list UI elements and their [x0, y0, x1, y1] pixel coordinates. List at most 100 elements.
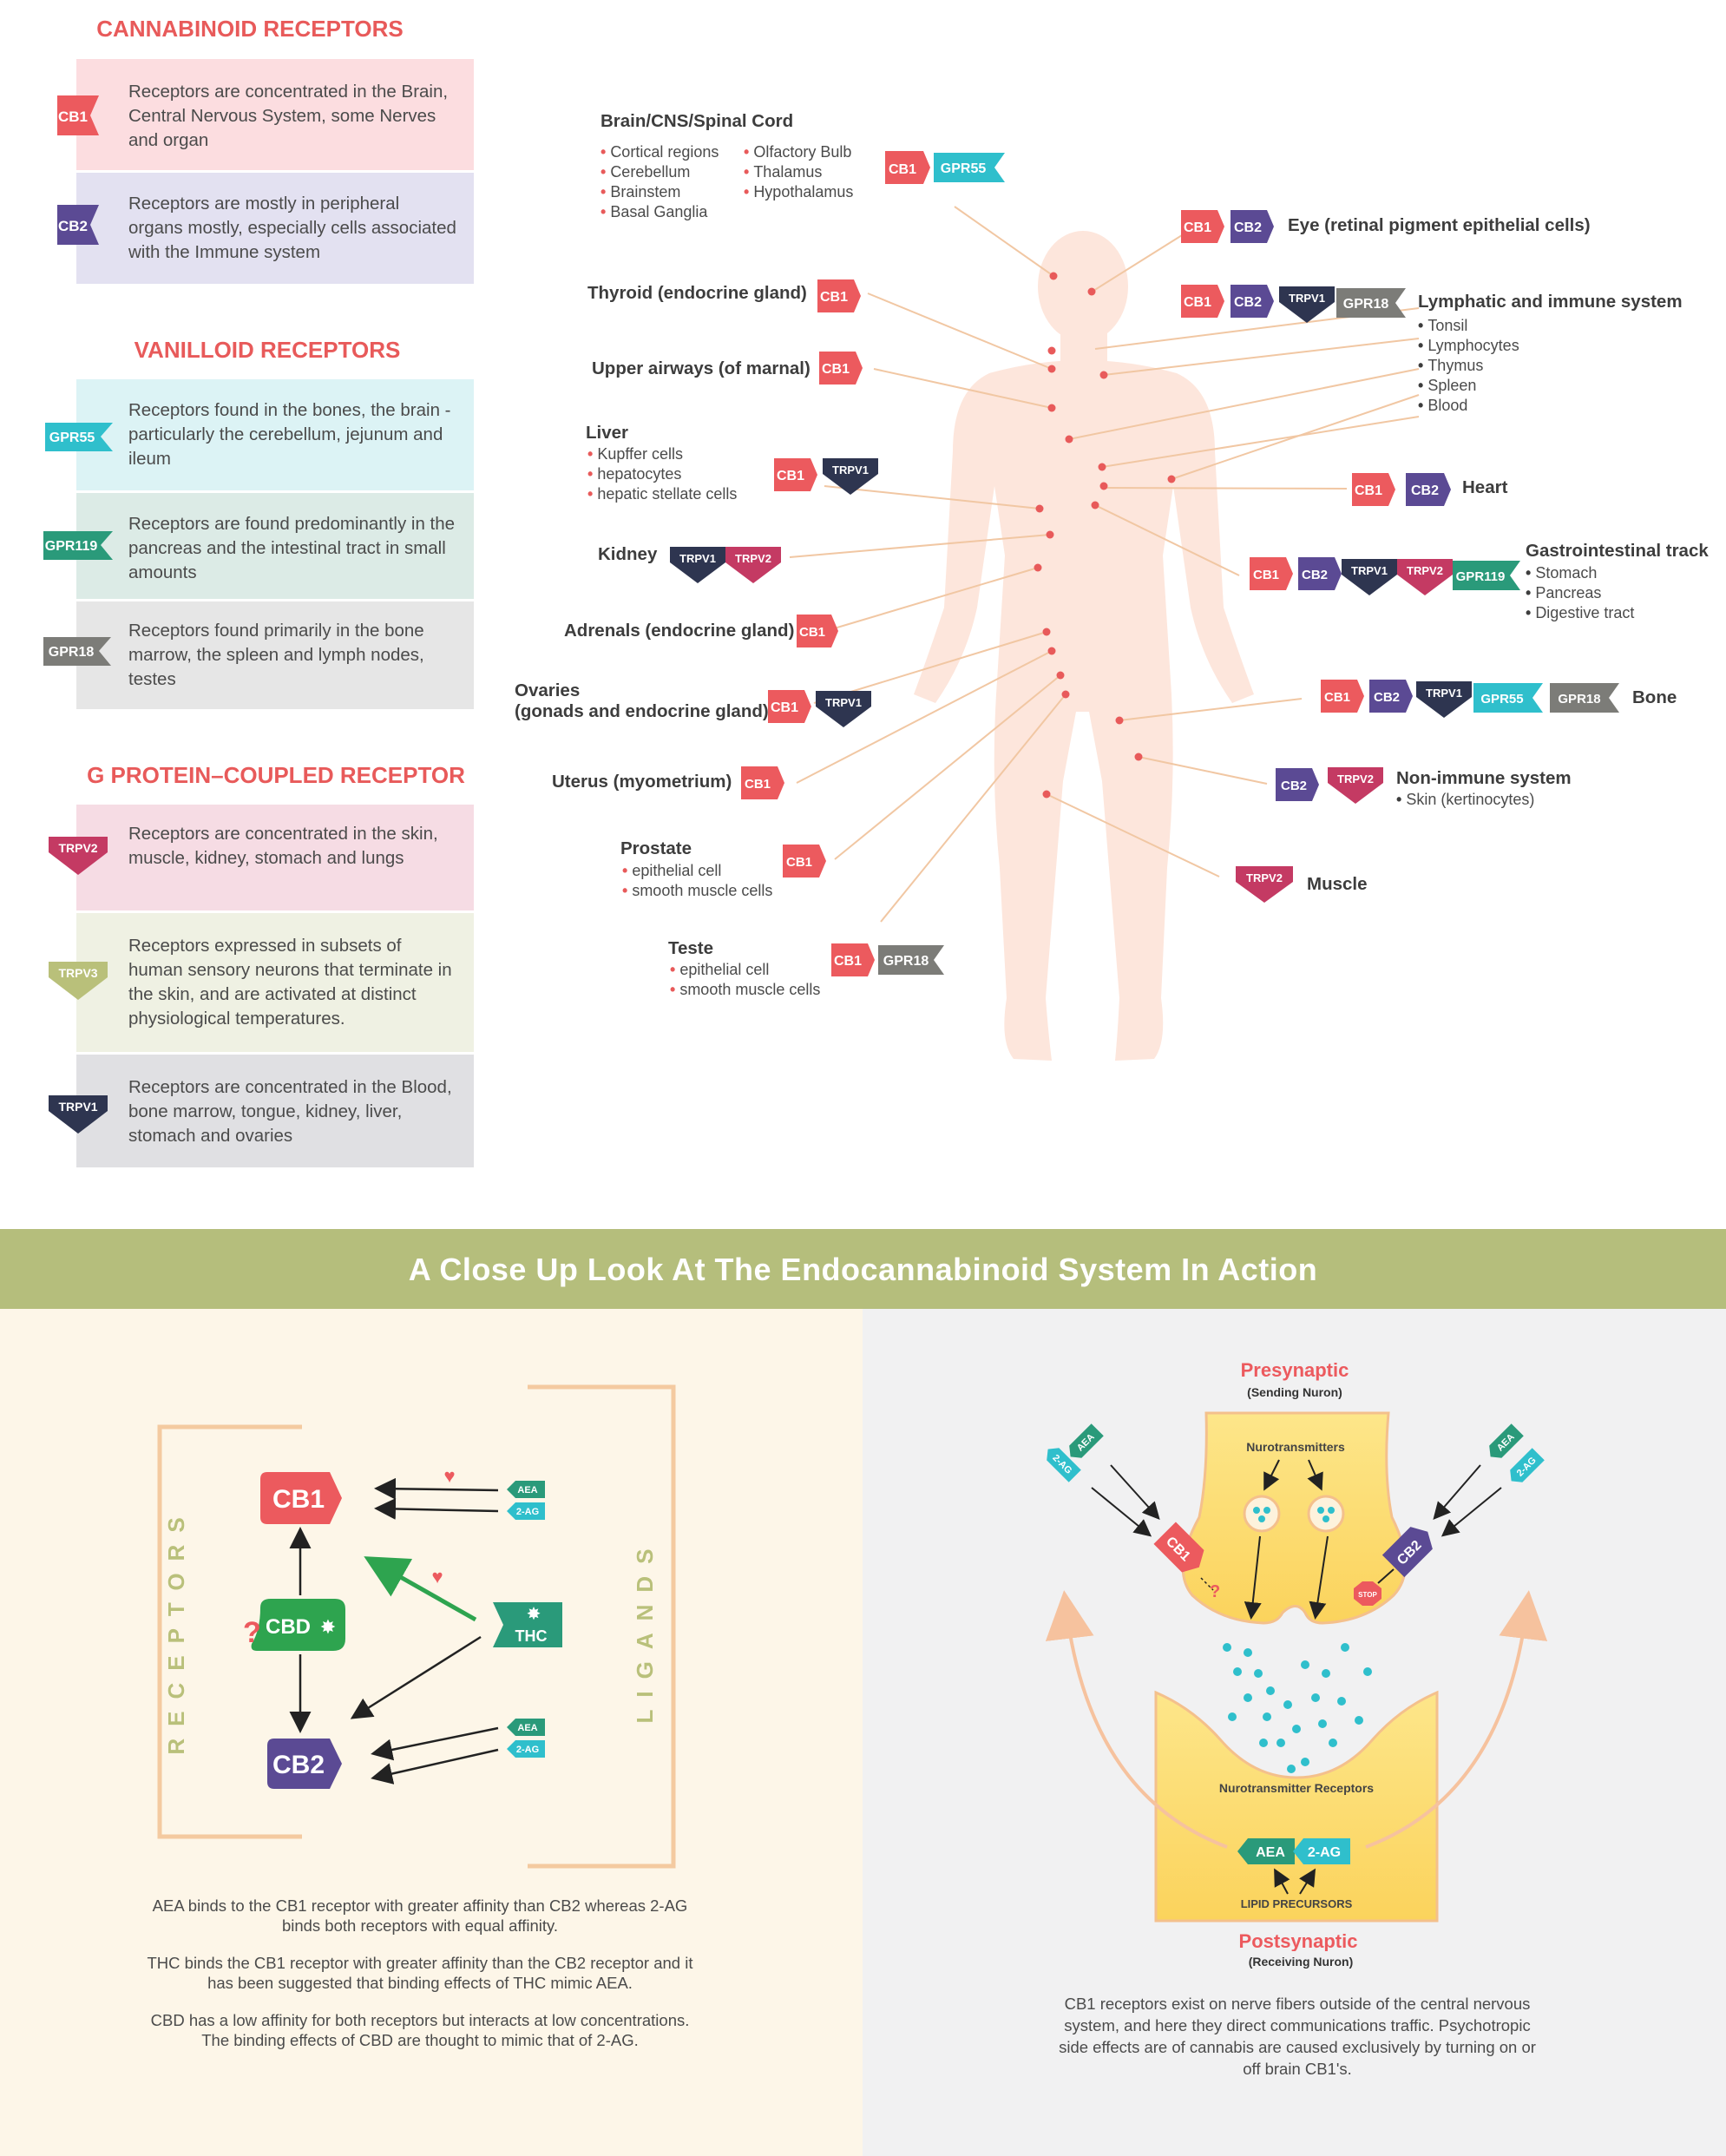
organ-dots — [1034, 272, 1176, 799]
nonimmune-trpv2-tag: TRPV2 — [1328, 767, 1383, 804]
bone-label: Bone — [1632, 687, 1677, 707]
eye-cb1-tag: CB1 — [1181, 210, 1224, 243]
adrenals-cb1-tag: CB1 — [797, 615, 838, 647]
kidney-trpv1-tag: TRPV1 — [670, 547, 725, 583]
brain-items-list-2: Olfactory BulbThalamusHypothalamus — [744, 142, 853, 202]
svg-text:TRPV2: TRPV2 — [1337, 772, 1374, 785]
postsynaptic-title: Postsynaptic — [1239, 1930, 1358, 1951]
svg-text:THC: THC — [515, 1627, 548, 1645]
body-map — [789, 206, 1420, 1061]
aea-right-tag: AEA — [1489, 1423, 1524, 1458]
svg-text:CB2: CB2 — [1281, 779, 1307, 793]
gi-items-list: StomachPancreasDigestive tract — [1526, 563, 1634, 623]
legend-text: Receptors are mostly in peripheral organ… — [128, 194, 456, 262]
vanilloid-receptors-title: VANILLOID RECEPTORS — [134, 337, 401, 363]
svg-text:CB1: CB1 — [1355, 483, 1382, 498]
legend-text: Receptors found primarily in the bone ma… — [128, 621, 424, 689]
svg-text:CB1: CB1 — [834, 954, 862, 969]
legend-item-gpr119: Receptors are found predominantly in the… — [76, 493, 474, 599]
lymph-cb2-tag: CB2 — [1231, 285, 1274, 318]
cb2-tag: CB2 — [57, 205, 99, 245]
synapse-cb1-receptor: CB1 — [1153, 1522, 1204, 1573]
legend-text: Receptors expressed in subsets of human … — [128, 936, 452, 1029]
brain-label: Brain/CNS/Spinal Cord — [600, 111, 794, 131]
leaf-icon: ✸ — [527, 1605, 541, 1624]
gpr55-tag: GPR55 — [45, 423, 113, 451]
teste-gpr18-tag: GPR18 — [878, 945, 944, 975]
receptors-bracket — [157, 1424, 302, 1839]
prostate-cb1-tag: CB1 — [783, 845, 826, 878]
2ag-tag-bottom: 2-AG — [507, 1740, 545, 1758]
svg-text:STOP: STOP — [1358, 1591, 1377, 1599]
svg-text:CB1: CB1 — [777, 469, 804, 483]
svg-text:TRPV2: TRPV2 — [58, 841, 97, 855]
aea-left-tag: AEA — [1069, 1423, 1104, 1458]
lipid-precursors-label: LIPID PRECURSORS — [1241, 1897, 1353, 1910]
svg-text:TRPV1: TRPV1 — [825, 696, 862, 709]
muscle-trpv2-tag: TRPV2 — [1236, 866, 1293, 903]
svg-text:CB1: CB1 — [822, 362, 850, 377]
svg-text:TRPV2: TRPV2 — [1407, 564, 1443, 577]
thc-ligand: ✸ THC — [493, 1602, 562, 1647]
svg-text:CB2: CB2 — [272, 1751, 325, 1779]
svg-text:CB2: CB2 — [1234, 295, 1262, 310]
svg-text:TRPV1: TRPV1 — [1289, 292, 1325, 305]
svg-text:AEA: AEA — [517, 1723, 537, 1733]
presynaptic-title: Presynaptic — [1241, 1359, 1349, 1381]
prostate-items-list: epithelial cellsmooth muscle cells — [622, 861, 772, 901]
legend-item-gpr55: Receptors found in the bones, the brain … — [76, 379, 474, 490]
nonimmune-label: Non-immune system — [1396, 768, 1572, 788]
gpr119-tag: GPR119 — [43, 531, 113, 560]
svg-text:TRPV2: TRPV2 — [1246, 871, 1283, 884]
svg-text:CB1: CB1 — [771, 700, 798, 715]
synapse-question-mark: ? — [1210, 1582, 1220, 1601]
gi-gpr119-tag: GPR119 — [1453, 561, 1520, 590]
svg-text:TRPV1: TRPV1 — [679, 552, 716, 565]
banner-title: A Close Up Look At The Endocannabinoid S… — [408, 1252, 1318, 1287]
trpv2-tag: TRPV2 — [49, 837, 108, 875]
svg-text:Nurotransmitters: Nurotransmitters — [1246, 1440, 1345, 1454]
legend-item-cb1: Receptors are concentrated in the Brain,… — [76, 59, 474, 170]
legend-tags: CB1 CB2 GPR55 GPR119 GPR18 TRPV2 TRPV3 T… — [43, 95, 113, 1134]
brain-gpr55-tag: GPR55 — [934, 153, 1005, 182]
body-silhouette — [914, 231, 1254, 1061]
receptors-label: Nurotransmitter Receptors — [1219, 1781, 1374, 1795]
bone-trpv1-tag: TRPV1 — [1416, 681, 1472, 718]
svg-text:AEA: AEA — [517, 1485, 537, 1495]
gi-trpv2-tag: TRPV2 — [1397, 559, 1453, 595]
svg-text:CB1: CB1 — [1253, 568, 1279, 582]
heart-icon: ♥ — [443, 1465, 455, 1487]
heart-cb1-tag: CB1 — [1352, 473, 1395, 506]
svg-text:CB2: CB2 — [1374, 690, 1400, 705]
svg-text:CBD: CBD — [266, 1615, 311, 1639]
ovaries-sub-label: (gonads and endocrine gland) — [515, 701, 769, 721]
svg-text:CB1: CB1 — [58, 108, 88, 125]
teste-cb1-tag: CB1 — [831, 943, 875, 976]
liver-trpv1-tag: TRPV1 — [823, 458, 878, 495]
uterus-label: Uterus (myometrium) — [552, 772, 732, 792]
bone-gpr55-tag: GPR55 — [1473, 683, 1543, 713]
nonimmune-cb2-tag: CB2 — [1276, 768, 1319, 801]
lymph-gpr18-tag: GPR18 — [1336, 288, 1406, 318]
teste-label: Teste — [668, 938, 714, 958]
brain-cb1-tag: CB1 — [885, 151, 930, 184]
svg-text:TRPV1: TRPV1 — [1426, 687, 1462, 700]
lymph-cb1-tag: CB1 — [1181, 285, 1224, 318]
cbd-question-mark: ? — [243, 1616, 261, 1649]
thyroid-cb1-tag: CB1 — [817, 279, 861, 312]
brain-items-list: Cortical regionsCerebellumBrainstemBasal… — [600, 142, 719, 222]
ovaries-cb1-tag: CB1 — [768, 690, 811, 723]
lymph-items-list: TonsilLymphocytesThymusSpleenBlood — [1418, 316, 1519, 416]
gpcr-title: G PROTEIN–COUPLED RECEPTOR — [87, 762, 465, 788]
postsynaptic-subtitle: (Receiving Nuron) — [1248, 1955, 1354, 1969]
svg-text:CB2: CB2 — [1234, 220, 1262, 235]
svg-text:AEA: AEA — [1256, 1845, 1285, 1860]
svg-text:2-AG: 2-AG — [1308, 1845, 1341, 1860]
airways-cb1-tag: CB1 — [819, 352, 863, 385]
legend-text: Receptors are concentrated in the skin, … — [128, 824, 438, 868]
adrenals-label: Adrenals (endocrine gland) — [564, 621, 795, 641]
svg-text:CB1: CB1 — [272, 1485, 325, 1514]
ovaries-trpv1-tag: TRPV1 — [816, 691, 871, 727]
svg-text:CB1: CB1 — [1184, 220, 1211, 235]
bone-cb1-tag: CB1 — [1321, 680, 1364, 713]
